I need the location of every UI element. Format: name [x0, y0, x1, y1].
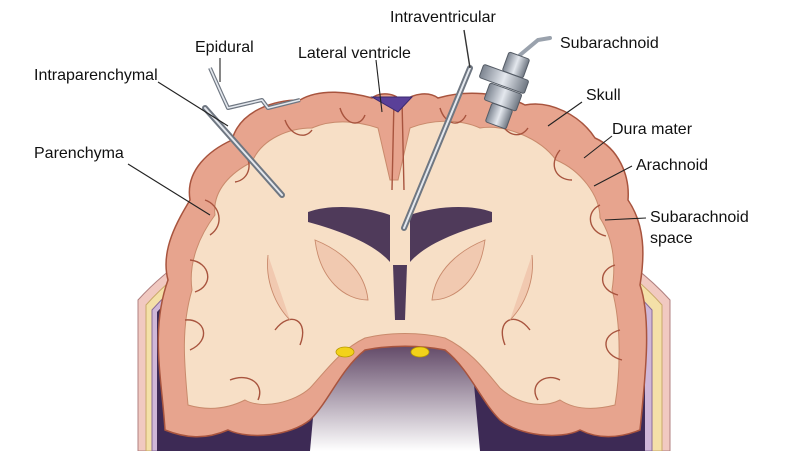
lesion-right: [410, 346, 430, 358]
label-lateral-ventricle: Lateral ventricle: [298, 45, 411, 62]
gyri-folds: [184, 107, 623, 401]
label-subarachnoid-space-line2: space: [650, 230, 693, 247]
label-subarachnoid-space-line1: Subarachnoid: [650, 209, 749, 226]
brain-base-gap: [310, 340, 480, 451]
white-matter: [183, 120, 620, 409]
labels: Intraventricular Subarachnoid Epidural L…: [34, 9, 749, 247]
brain: [157, 91, 648, 451]
lateral-ventricle-left: [308, 206, 390, 262]
label-arachnoid: Arachnoid: [636, 157, 708, 174]
label-intraparenchymal: Intraparenchymal: [34, 67, 158, 84]
leader-lines: [127, 58, 647, 221]
label-parenchyma: Parenchyma: [34, 145, 124, 162]
subarachnoid-bolt: [479, 36, 552, 130]
label-epidural: Epidural: [195, 39, 254, 56]
label-subarachnoid: Subarachnoid: [560, 35, 659, 52]
lateral-ventricle-right: [410, 206, 492, 262]
catheters: [202, 29, 552, 231]
lesion-left: [335, 346, 355, 358]
superior-sagittal-sinus: [370, 96, 414, 113]
longitudinal-fissure: [391, 99, 405, 191]
label-dura-mater: Dura mater: [612, 121, 693, 138]
label-skull: Skull: [586, 87, 621, 104]
basal-ganglia: [267, 239, 533, 321]
third-ventricle: [393, 265, 407, 320]
label-intraventricular: Intraventricular: [390, 9, 496, 26]
